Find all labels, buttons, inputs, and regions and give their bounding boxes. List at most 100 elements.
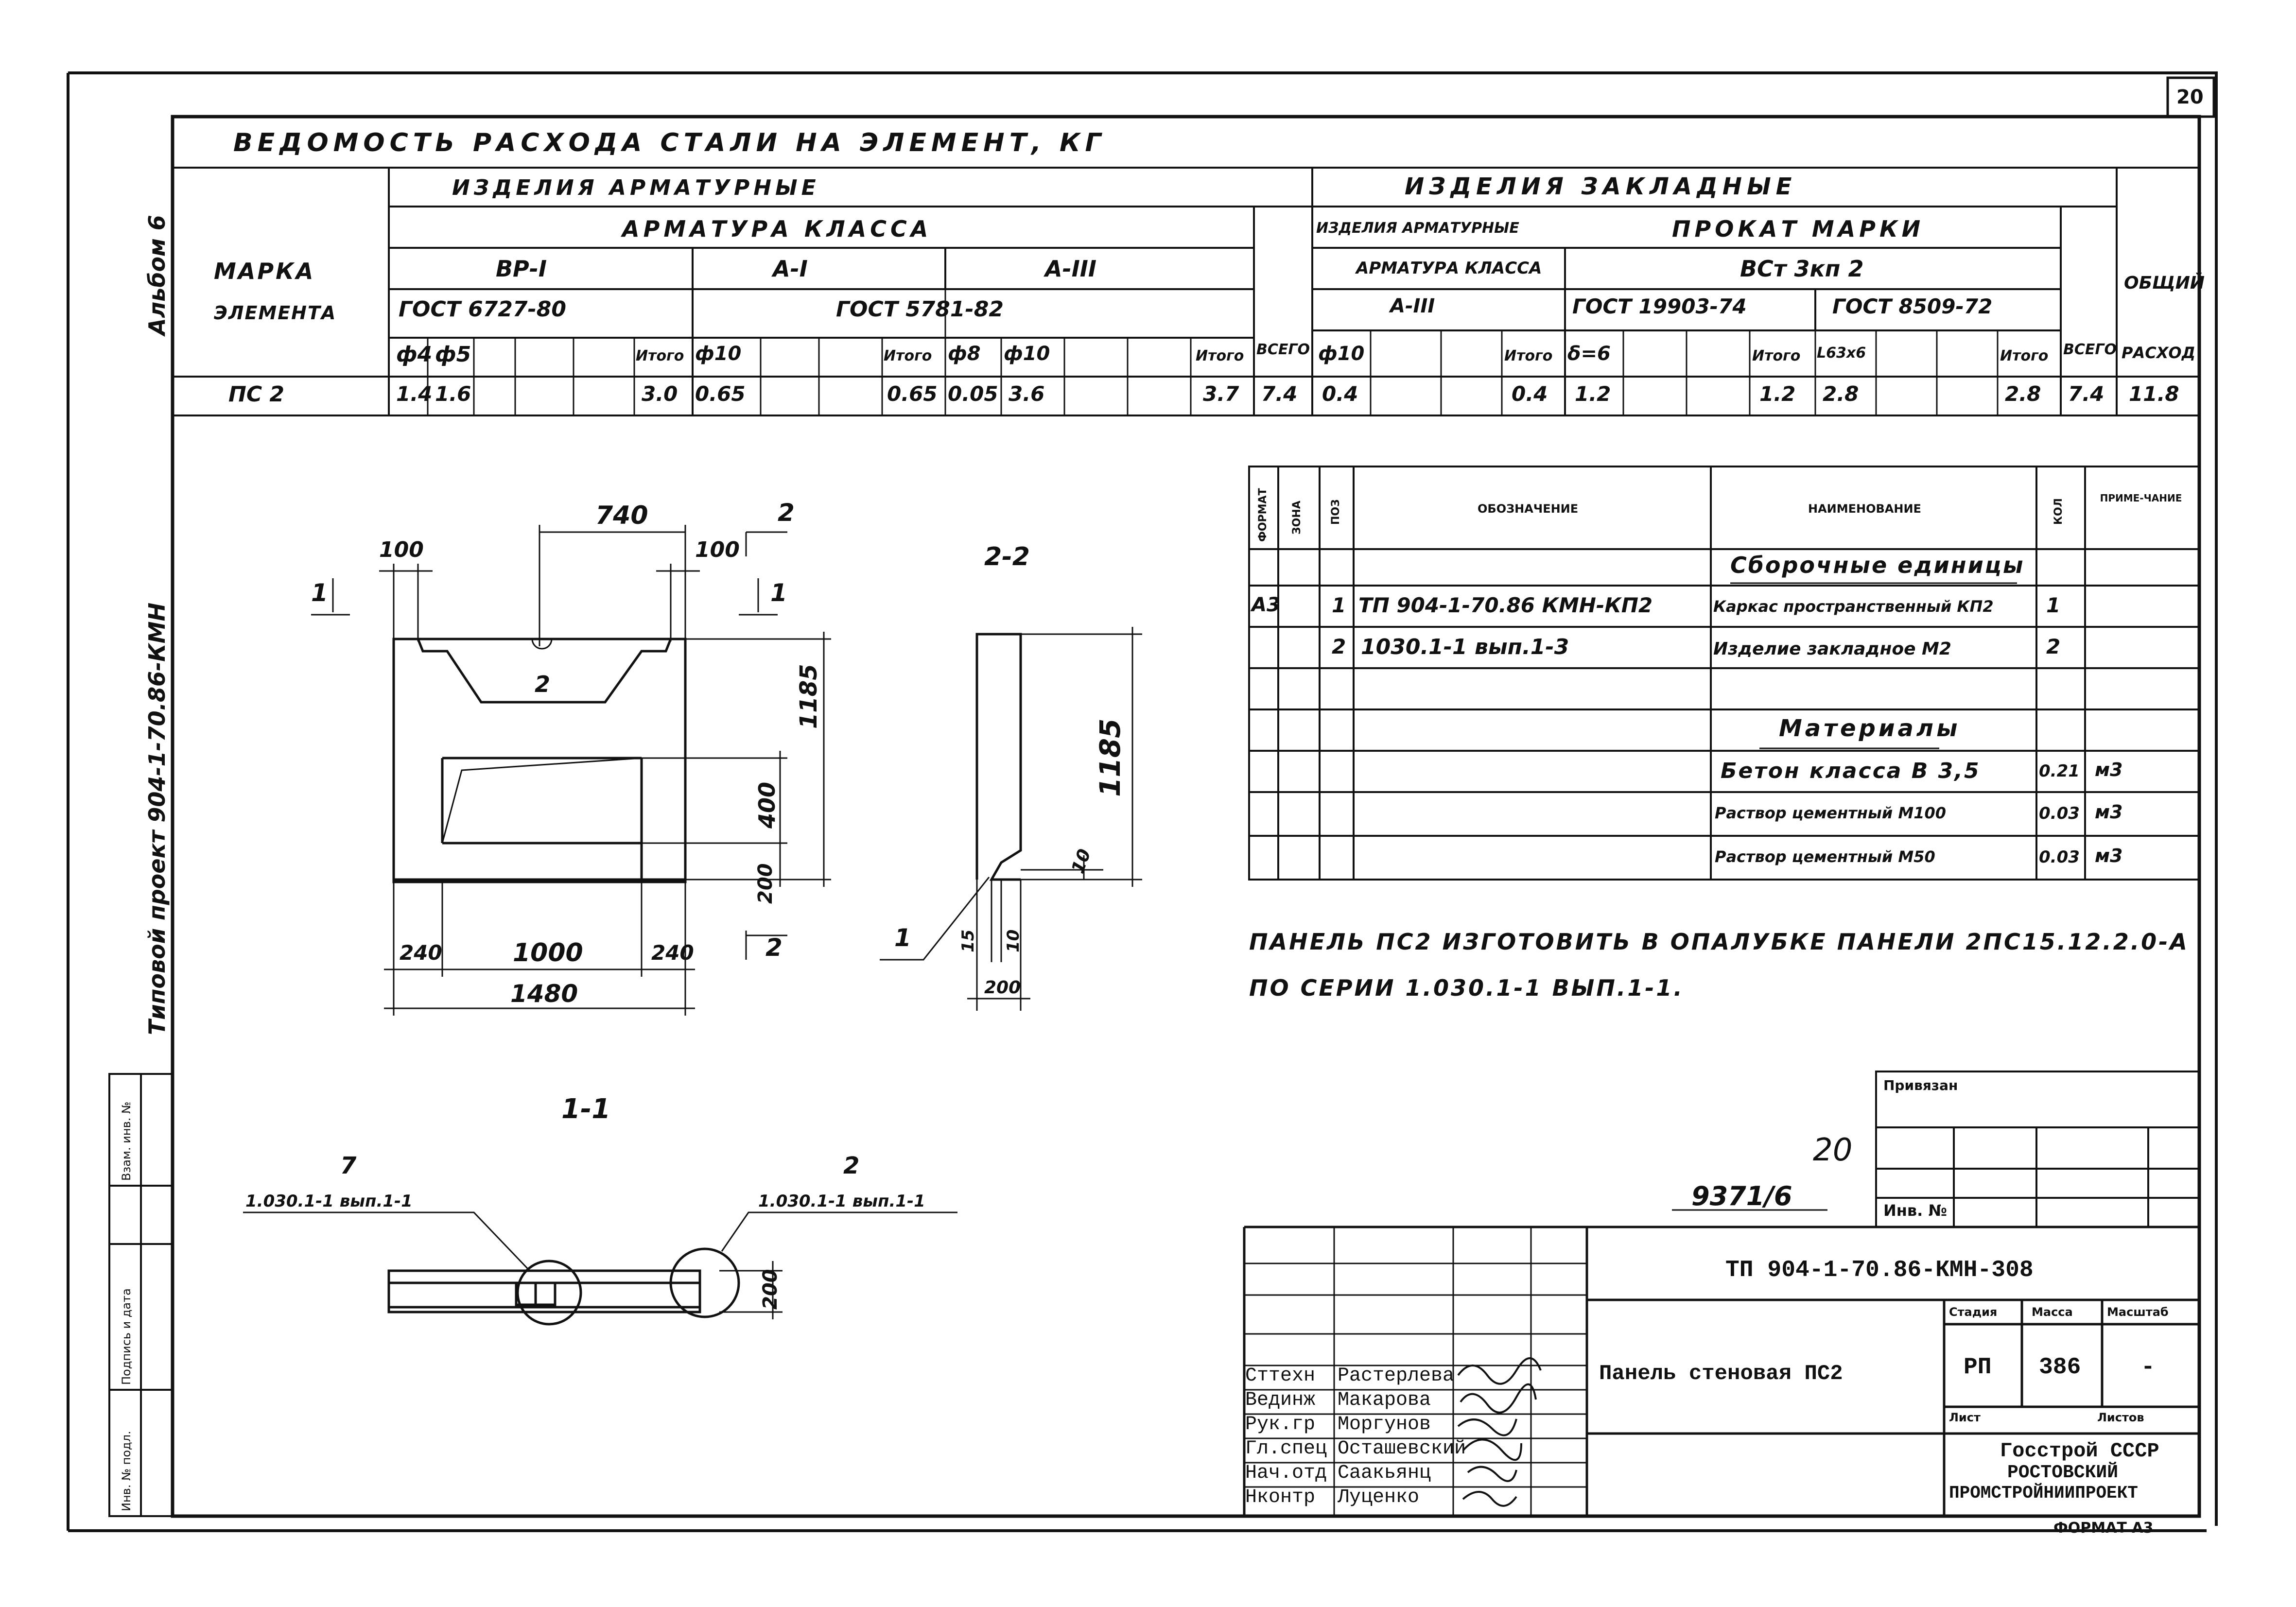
note-line-2: ПО СЕРИИ 1.030.1-1 ВЫП.1-1.: [1249, 975, 1684, 1001]
vr1-label: ВР-I: [496, 256, 547, 282]
staff-role-2: Вединж: [1245, 1389, 1316, 1411]
staff-name-1: Растерлева: [1338, 1365, 1455, 1387]
obshchiy-2: РАСХОД: [2122, 344, 2196, 362]
row-v5: 3.0: [642, 382, 678, 406]
spec-r1-qty: 1: [2046, 593, 2061, 617]
izdelia-zaklad: ИЗДЕЛИЯ ЗАКЛАДНЫЕ: [1405, 173, 1797, 200]
row-v27: 2.8: [2005, 382, 2041, 406]
dim-240-left: 240: [400, 941, 442, 965]
tb-masshtab: -: [2141, 1354, 2155, 1381]
staff-role-4: Гл.спец: [1245, 1438, 1327, 1460]
spec-r5-name: Раствор цементный М50: [1715, 847, 1935, 866]
dim-1000: 1000: [513, 938, 583, 968]
privyazan-inv: Инв. №: [1883, 1201, 1947, 1220]
row-v11: 3.6: [1009, 382, 1045, 406]
row-v24: 2.8: [1823, 382, 1859, 406]
staff-name-5: Саакьянц: [1338, 1462, 1431, 1484]
section-1-1-label: 1-1: [561, 1093, 611, 1125]
izdelia-armatur: ИЗДЕЛИЯ АРМАТУРНЫЕ: [452, 175, 820, 200]
a1-label: А-I: [773, 256, 808, 282]
sub-itogo-1: Итого: [636, 347, 684, 364]
spec-h-code: ОБОЗНАЧЕНИЕ: [1478, 502, 1579, 516]
cut-mark-1-right: 1: [770, 579, 787, 607]
dim-740: 740: [595, 501, 648, 530]
spec-r1-pos: 1: [1332, 593, 1346, 617]
obshchiy-1: ОБЩИЙ: [2124, 273, 2205, 293]
spec-r4-note: м3: [2095, 801, 2123, 823]
row-v23: 1.2: [1759, 382, 1796, 406]
mark-header-2: ЭЛЕМЕНТА: [214, 302, 337, 324]
privyazan-20: 20: [1813, 1132, 1853, 1168]
row-mark: ПС 2: [228, 382, 285, 407]
tb-stadiya: РП: [1964, 1354, 1992, 1381]
cut-mark-1-left: 1: [311, 579, 328, 607]
pos-2-label: 2: [535, 671, 551, 697]
callout-2-ref: 1.030.1-1 вып.1-1: [758, 1192, 925, 1211]
mark-header-1: МАРКА: [214, 258, 315, 284]
callout-2: 2: [843, 1152, 860, 1179]
pos-1-label: 1: [894, 924, 911, 952]
gost1-label: ГОСТ 6727-80: [399, 297, 567, 322]
steel-table-subcols: [427, 289, 1999, 415]
cut-mark-2-top: 2: [778, 499, 795, 527]
row-total: 11.8: [2129, 382, 2179, 406]
left-stamp: [108, 1073, 174, 1517]
staff-role-1: Сттехн: [1245, 1365, 1316, 1387]
spec-r4-qty: 0.03: [2039, 804, 2080, 823]
sub-f5: ф5: [435, 342, 471, 367]
tb-massa: 386: [2039, 1354, 2081, 1381]
row-v14: 3.7: [1203, 382, 1239, 406]
izd-arm-small: ИЗДЕЛИЯ АРМАТУРНЫЕ: [1316, 220, 1519, 237]
row-v28: 7.4: [2068, 382, 2105, 406]
spec-section-assembly: Сборочные единицы: [1730, 552, 2025, 578]
tb-listov-h: Листов: [2097, 1411, 2144, 1424]
note-line-1: ПАНЕЛЬ ПС2 ИЗГОТОВИТЬ В ОПАЛУБКЕ ПАНЕЛИ …: [1249, 929, 2189, 955]
spec-r2-code: 1030.1-1 вып.1-3: [1361, 635, 1569, 659]
armatura-klassa: АРМАТУРА КЛАССА: [622, 216, 932, 242]
spec-section-materials: Материалы: [1779, 715, 1961, 742]
spec-r2-qty: 2: [2046, 635, 2061, 658]
spec-r2-pos: 2: [1332, 635, 1346, 658]
privyazan-code: 9371/6: [1691, 1181, 1792, 1211]
spec-r3-note: м3: [2095, 759, 2123, 780]
staff-role-5: Нач.отд: [1245, 1462, 1327, 1484]
doc-code: ТП 904-1-70.86-КМН-308: [1725, 1257, 2034, 1283]
sub-l63: L63х6: [1817, 345, 1866, 362]
staff-role-3: Рук.гр: [1245, 1414, 1316, 1435]
dim-240-right: 240: [651, 941, 694, 965]
callout-7-ref: 1.030.1-1 вып.1-1: [245, 1192, 413, 1211]
spec-r3-name: Бетон класса В 3,5: [1721, 759, 1981, 783]
dim-200-b: 200: [984, 978, 1021, 998]
spec-h-name: НАИМЕНОВАНИЕ: [1808, 502, 1921, 516]
spec-r4-name: Раствор цементный М100: [1715, 804, 1947, 822]
callout-7: 7: [340, 1152, 357, 1179]
row-v10: 0.05: [948, 382, 998, 406]
spec-grid: [1248, 466, 2200, 881]
staff-name-6: Луценко: [1338, 1486, 1420, 1508]
tb-org-2: РОСТОВСКИЙ: [2007, 1462, 2119, 1483]
sub-f10-a: ф10: [695, 343, 742, 365]
vsego-a: ВСЕГО: [1256, 341, 1310, 358]
tb-org-1: Госстрой СССР: [2000, 1439, 2159, 1463]
sub-f8: ф8: [948, 343, 981, 365]
row-v20: 1.2: [1575, 382, 1611, 406]
tb-org-3: ПРОМСТРОЙНИИПРОЕКТ: [1949, 1483, 2138, 1503]
row-v19: 0.4: [1512, 382, 1548, 406]
spec-r2-name: Изделие закладное М2: [1713, 639, 1951, 659]
gost3-label: ГОСТ 19903-74: [1572, 294, 1747, 318]
doc-name: Панель стеновая ПС2: [1599, 1362, 1843, 1386]
gost4-label: ГОСТ 8509-72: [1832, 294, 1993, 318]
section-2-2-label: 2-2: [984, 542, 1030, 571]
sub-delta6: δ=6: [1567, 343, 1611, 365]
arm-kl-small: АРМАТУРА КЛАССА: [1356, 259, 1542, 278]
a3-label: А-III: [1045, 256, 1097, 282]
tb-list-h: Лист: [1949, 1411, 1981, 1424]
sub-itogo-5: Итого: [1752, 347, 1801, 364]
vsego-b: ВСЕГО: [2063, 341, 2117, 358]
gost2-label: ГОСТ 5781-82: [836, 297, 1004, 322]
row-v1: 1.4: [396, 382, 433, 406]
sheet-border-top: [68, 71, 2218, 1526]
staff-role-6: Нконтр: [1245, 1486, 1316, 1508]
section-1-1: [387, 1247, 740, 1326]
